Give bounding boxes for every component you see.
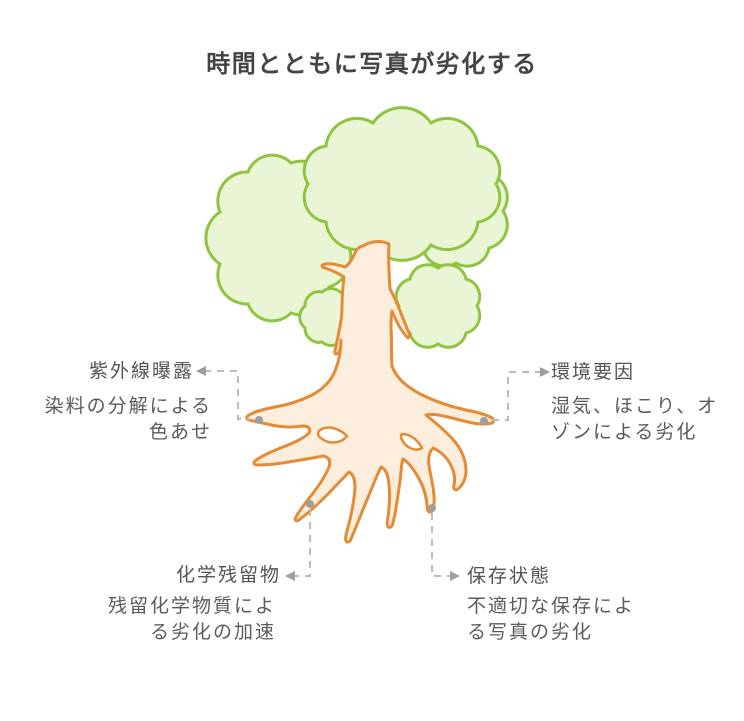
- arrowhead-right-icon: [450, 571, 460, 581]
- label-uv-exposure: 紫外線曝露: [88, 361, 194, 382]
- tree-foliage: [204, 106, 509, 349]
- connector-storage-line: [431, 513, 451, 577]
- connector-chem-line: [294, 509, 311, 577]
- page-title: 時間とともに写真が劣化する: [206, 51, 538, 78]
- arrowhead-left-icon: [285, 571, 295, 581]
- desc-environment: 湿気、ほこり、オ ゾンによる劣化: [551, 396, 719, 443]
- connector-uv: [196, 366, 263, 424]
- root-gap-left: [316, 426, 349, 444]
- root-anchor-dot-icon: [480, 417, 488, 425]
- root-anchor-dot-icon: [255, 416, 263, 424]
- root-anchor-dot-icon: [428, 504, 436, 512]
- desc-storage-condition: 不適切な保存によ る写真の劣化: [467, 596, 636, 643]
- desc-chemical-residue: 残留化学物質によ る劣化の加速: [107, 596, 276, 643]
- connector-chem: [285, 500, 314, 581]
- foliage-cloud-top: [302, 106, 502, 262]
- root-gap-right: [399, 432, 424, 451]
- connector-uv-line: [204, 370, 250, 420]
- label-storage-condition: 保存状態: [467, 566, 552, 587]
- root-anchor-dot-icon: [306, 500, 314, 508]
- label-environment: 環境要因: [551, 362, 636, 383]
- connector-env: [480, 367, 550, 425]
- connector-storage: [428, 504, 460, 581]
- tree-trunk-and-roots: [245, 240, 495, 544]
- arrowhead-left-icon: [196, 366, 206, 376]
- arrowhead-right-icon: [540, 367, 550, 377]
- desc-uv-exposure: 染料の分解による 色あせ: [44, 396, 212, 443]
- connector-env-line: [491, 371, 542, 421]
- label-chemical-residue: 化学残留物: [175, 565, 281, 586]
